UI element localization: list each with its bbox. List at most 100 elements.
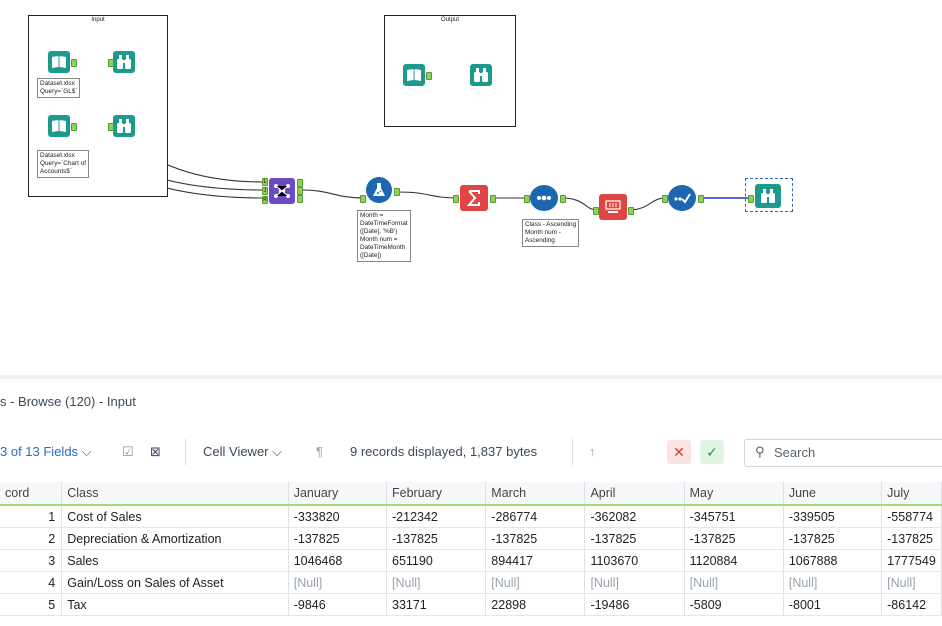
table-cell[interactable]: [Null] xyxy=(386,571,487,594)
table-cell[interactable]: -19486 xyxy=(584,593,685,616)
join-tool[interactable] xyxy=(269,178,295,204)
join-output-r[interactable] xyxy=(297,195,303,203)
table-cell[interactable]: -8001 xyxy=(783,593,883,616)
table-cell[interactable]: [Null] xyxy=(584,571,685,594)
record-number-cell[interactable]: 2 xyxy=(0,527,63,550)
table-cell[interactable]: 1046468 xyxy=(288,549,388,572)
table-cell[interactable]: Cost of Sales xyxy=(61,505,289,528)
record-number-cell[interactable]: 5 xyxy=(0,593,63,616)
column-header[interactable]: July xyxy=(881,482,942,506)
column-header[interactable]: cord xyxy=(0,482,63,506)
cell-viewer-dropdown[interactable]: Cell Viewer ⌵ xyxy=(203,444,282,460)
input-anchor[interactable] xyxy=(453,195,459,203)
input-anchor[interactable] xyxy=(524,195,530,203)
table-cell[interactable]: 894417 xyxy=(485,549,586,572)
table-cell[interactable]: [Null] xyxy=(783,571,883,594)
pilcrow-icon[interactable]: ¶ xyxy=(316,444,323,459)
select-tool[interactable] xyxy=(530,185,558,211)
table-cell[interactable]: -137825 xyxy=(783,527,883,550)
output-anchor[interactable] xyxy=(426,72,432,80)
table-cell[interactable]: -86142 xyxy=(881,593,942,616)
output-container[interactable]: Output xyxy=(384,15,516,127)
output-anchor[interactable] xyxy=(698,195,704,203)
join-join-anchor[interactable]: J xyxy=(262,187,268,195)
table-cell[interactable]: 1067888 xyxy=(783,549,883,572)
table-cell[interactable]: Tax xyxy=(61,593,289,616)
column-header[interactable]: Class xyxy=(61,482,289,506)
browse-tool-2[interactable] xyxy=(113,115,135,137)
arrow-up-icon[interactable]: ↑ xyxy=(589,444,596,459)
table-cell[interactable]: -137825 xyxy=(485,527,586,550)
table-cell[interactable]: Gain/Loss on Sales of Asset xyxy=(61,571,289,594)
input-anchor[interactable] xyxy=(593,207,599,215)
table-cell[interactable]: -339505 xyxy=(783,505,883,528)
workflow-canvas[interactable]: Input Output Dataset.xlsx Query=`GL$` Da… xyxy=(0,0,942,375)
table-cell[interactable]: -558774 xyxy=(881,505,942,528)
table-cell[interactable]: [Null] xyxy=(684,571,784,594)
table-cell[interactable]: 1777549 xyxy=(881,549,942,572)
column-header[interactable]: January xyxy=(288,482,388,506)
fields-selector[interactable]: 3 of 13 Fields ⌵ xyxy=(0,444,92,460)
column-header[interactable]: March xyxy=(485,482,586,506)
table-cell[interactable]: -137825 xyxy=(881,527,942,550)
table-cell[interactable]: -212342 xyxy=(386,505,487,528)
table-cell[interactable]: [Null] xyxy=(881,571,942,594)
input-anchor[interactable] xyxy=(108,59,114,67)
results-table[interactable]: cord Class January February March April … xyxy=(0,482,942,616)
search-input[interactable]: ⚲ Search xyxy=(744,439,942,467)
summarize-tool[interactable] xyxy=(460,185,488,211)
column-header[interactable]: June xyxy=(783,482,883,506)
output-anchor[interactable] xyxy=(490,195,496,203)
deselect-icon[interactable]: ⊠ xyxy=(150,444,161,459)
column-header[interactable]: February xyxy=(386,482,487,506)
table-cell[interactable]: 33171 xyxy=(386,593,487,616)
output-anchor[interactable] xyxy=(71,59,77,67)
output-input-tool[interactable] xyxy=(403,64,425,86)
table-cell[interactable]: 22898 xyxy=(485,593,586,616)
input-data-tool-1[interactable] xyxy=(48,51,70,73)
output-anchor[interactable] xyxy=(560,195,566,203)
input-anchor[interactable] xyxy=(108,123,114,131)
column-header[interactable]: April xyxy=(584,482,685,506)
join-left-anchor[interactable]: L xyxy=(262,178,268,186)
table-cell[interactable]: [Null] xyxy=(485,571,586,594)
formula-tool[interactable] xyxy=(366,177,392,203)
record-number-cell[interactable]: 4 xyxy=(0,571,63,594)
table-cell[interactable]: [Null] xyxy=(288,571,388,594)
table-cell[interactable]: 651190 xyxy=(386,549,487,572)
table-cell[interactable]: -362082 xyxy=(584,505,685,528)
input-data-tool-2[interactable] xyxy=(48,115,70,137)
table-cell[interactable]: 1103670 xyxy=(584,549,685,572)
table-cell[interactable]: -137825 xyxy=(584,527,685,550)
column-header[interactable]: May xyxy=(684,482,784,506)
table-cell[interactable]: -137825 xyxy=(288,527,388,550)
table-cell[interactable]: -137825 xyxy=(386,527,487,550)
browse-tool-final[interactable] xyxy=(755,184,781,208)
table-cell[interactable]: -345751 xyxy=(684,505,784,528)
table-cell[interactable]: -5809 xyxy=(684,593,784,616)
output-browse-tool[interactable] xyxy=(470,64,492,86)
output-anchor[interactable] xyxy=(628,207,634,215)
table-cell[interactable]: 1120884 xyxy=(684,549,784,572)
check-button[interactable]: ✓ xyxy=(700,440,724,464)
input-anchor[interactable] xyxy=(748,195,754,203)
record-number-cell[interactable]: 1 xyxy=(0,505,63,528)
close-x-button[interactable]: ✕ xyxy=(667,440,691,464)
table-cell[interactable]: -137825 xyxy=(684,527,784,550)
table-cell[interactable]: Depreciation & Amortization xyxy=(61,527,289,550)
output-anchor[interactable] xyxy=(394,188,400,196)
table-cell[interactable]: -286774 xyxy=(485,505,586,528)
join-right-anchor[interactable]: R xyxy=(262,196,268,204)
input-anchor[interactable] xyxy=(662,195,668,203)
output-anchor[interactable] xyxy=(71,123,77,131)
join-output-j[interactable] xyxy=(297,179,303,187)
browse-tool-1[interactable] xyxy=(113,51,135,73)
table-cell[interactable]: -9846 xyxy=(288,593,388,616)
table-cell[interactable]: Sales xyxy=(61,549,289,572)
checkbox-icon[interactable]: ☑ xyxy=(122,444,134,459)
